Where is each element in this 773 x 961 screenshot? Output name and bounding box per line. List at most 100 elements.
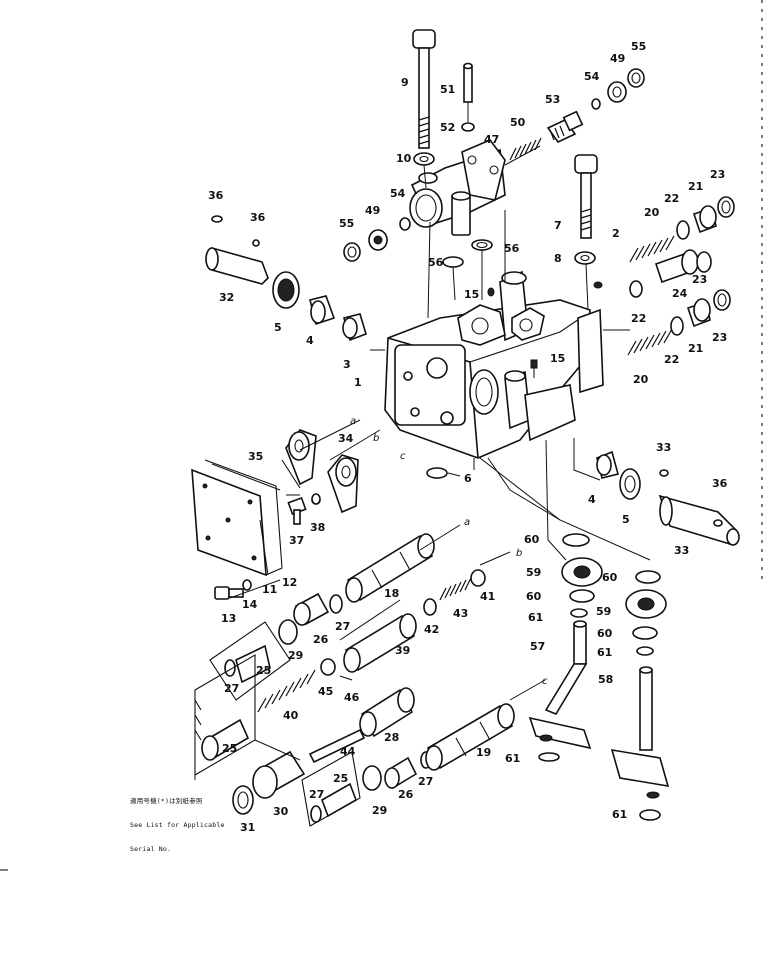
label-60b: 60 [602, 571, 618, 584]
label-18: 18 [384, 587, 399, 600]
cover-plate-part [191, 459, 321, 577]
label-5a: 5 [274, 321, 282, 334]
bearing-stack-upper-part [561, 533, 661, 618]
screw-13-part [214, 579, 252, 600]
label-4b: 4 [588, 493, 596, 506]
label-7: 7 [554, 219, 562, 232]
label-31: 31 [240, 821, 255, 834]
label-27c: 27 [309, 788, 324, 801]
pin-15-part [487, 287, 538, 378]
label-45: 45 [318, 685, 333, 698]
label-44: 44 [340, 745, 356, 758]
label-28: 28 [384, 731, 399, 744]
label-54b: 54 [390, 187, 406, 200]
spool-39-part [343, 613, 417, 673]
label-39: 39 [395, 644, 410, 657]
label-15b: 15 [550, 352, 565, 365]
label-26b: 26 [398, 788, 414, 801]
label-1: 1 [354, 376, 362, 389]
label-29b: 29 [372, 804, 387, 817]
label-5b: 5 [622, 513, 630, 526]
label-46: 46 [344, 691, 360, 704]
label-36c: 36 [712, 477, 728, 490]
label-49b: 49 [365, 204, 380, 217]
label-51: 51 [440, 83, 455, 96]
left-shaft-assembly-part [205, 215, 367, 342]
label-55a: 55 [631, 40, 646, 53]
label-34: 34 [338, 432, 354, 445]
label-36b: 36 [250, 211, 266, 224]
label-56b: 56 [504, 242, 520, 255]
label-22b: 22 [631, 312, 646, 325]
label-20a: 20 [644, 206, 660, 219]
label-27b: 27 [224, 682, 239, 695]
label-57: 57 [530, 640, 545, 653]
upper-cap-housing-part [409, 139, 506, 236]
label-2: 2 [612, 227, 620, 240]
part-number-labels: 9 51 52 10 47 50 53 54 49 55 36 36 32 5 … [208, 40, 728, 834]
label-33a: 33 [656, 441, 671, 454]
relief-assembly-upper-part [504, 68, 645, 166]
label-9: 9 [401, 76, 409, 89]
label-47: 47 [484, 133, 499, 146]
spring-40-part [257, 658, 353, 713]
valve-body-part [384, 270, 604, 459]
label-50: 50 [510, 116, 526, 129]
label-61d: 61 [612, 808, 627, 821]
reference-letters: a b c a b c [350, 416, 548, 687]
ref-letter-b-upper: b [373, 433, 379, 444]
lever-rod-58-part [610, 666, 670, 821]
label-60d: 60 [597, 627, 613, 640]
plug-26-upper-part [293, 592, 343, 626]
label-61a: 61 [528, 611, 543, 624]
label-11: 11 [262, 583, 277, 596]
label-61c: 61 [505, 752, 520, 765]
ref-letter-a-upper: a [350, 416, 356, 427]
label-30: 30 [273, 805, 289, 818]
ref-letter-c-upper: c [400, 451, 406, 462]
label-42: 42 [424, 623, 439, 636]
right-bolt-part [574, 154, 603, 311]
label-21b: 21 [688, 342, 703, 355]
label-22c: 22 [664, 353, 679, 366]
lever-rod-57-part [528, 620, 592, 762]
note-line-2: See List for Applicable [130, 821, 225, 829]
label-15a: 15 [464, 288, 479, 301]
relief-assembly-left-part [343, 217, 493, 268]
label-40: 40 [283, 709, 299, 722]
label-59b: 59 [596, 605, 611, 618]
label-32: 32 [219, 291, 234, 304]
label-59a: 59 [526, 566, 541, 579]
lower-callout-box-part [301, 751, 382, 827]
label-60c: 60 [526, 590, 542, 603]
applicability-note: 適用号機(*)は別紙参照 See List for Applicable Ser… [130, 781, 225, 861]
label-29a: 29 [288, 649, 303, 662]
spool-39-lower-part [308, 687, 415, 764]
border-marks [0, 0, 763, 871]
label-61b: 61 [597, 646, 612, 659]
label-33b: 33 [674, 544, 689, 557]
label-41: 41 [480, 590, 495, 603]
label-20b: 20 [633, 373, 649, 386]
label-25a: 25 [256, 664, 271, 677]
small-pin-part [461, 62, 475, 132]
label-49a: 49 [610, 52, 625, 65]
label-52: 52 [440, 121, 455, 134]
label-25b: 25 [222, 742, 237, 755]
label-25c: 25 [333, 772, 348, 785]
label-43: 43 [453, 607, 468, 620]
lever-35-part [281, 429, 317, 489]
ref-letter-a-lower: a [464, 517, 470, 528]
label-3: 3 [343, 358, 351, 371]
label-4a: 4 [306, 334, 314, 347]
label-35: 35 [248, 450, 263, 463]
ref-letter-b-lower: b [516, 548, 522, 559]
spring-43-part [423, 569, 486, 616]
bearing-stack-lower-part [625, 589, 667, 656]
label-10: 10 [396, 152, 412, 165]
right-valve-assembly-lower-part [603, 289, 731, 356]
spool-18-part [345, 533, 435, 603]
note-line-1: 適用号機(*)は別紙参照 [130, 797, 203, 805]
label-27d: 27 [418, 775, 433, 788]
